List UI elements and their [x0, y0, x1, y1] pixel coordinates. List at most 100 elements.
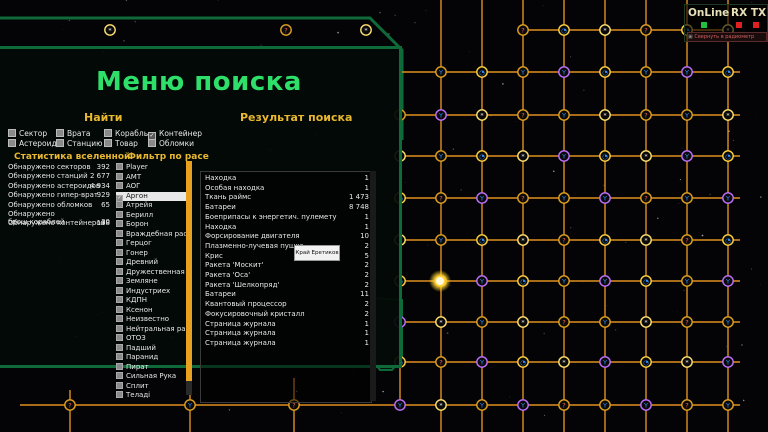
filter-item[interactable]: Герцог: [116, 239, 188, 249]
sector-node[interactable]: Y: [476, 356, 488, 368]
sector-node[interactable]: Y: [558, 109, 570, 121]
sector-node[interactable]: Y: [435, 150, 447, 162]
sector-node[interactable]: Y: [681, 150, 693, 162]
filter-item[interactable]: Гонер: [116, 248, 188, 259]
sector-node[interactable]: Y: [722, 275, 734, 287]
sector-node[interactable]: *: [517, 234, 529, 246]
sector-node[interactable]: Y: [640, 66, 652, 78]
sector-node[interactable]: Y: [476, 275, 488, 287]
sector-node[interactable]: ◔: [722, 66, 734, 78]
filter-item[interactable]: Пират: [116, 362, 188, 373]
result-row[interactable]: Ракета 'Оса'2: [205, 271, 369, 279]
sector-node[interactable]: *: [599, 109, 611, 121]
sector-node[interactable]: Y: [476, 316, 488, 328]
sector-node[interactable]: ?: [517, 192, 529, 204]
sector-node[interactable]: Y: [722, 356, 734, 368]
sector-node[interactable]: ◔: [722, 150, 734, 162]
sector-node[interactable]: *: [640, 316, 652, 328]
filter-item[interactable]: AMT: [116, 172, 188, 183]
find-checkbox[interactable]: Товар: [104, 139, 138, 148]
collapse-radiometer-button[interactable]: ▣ Свернуть в радиометр: [687, 32, 767, 42]
sector-node[interactable]: Y: [558, 275, 570, 287]
filter-item[interactable]: Теладі: [116, 391, 188, 401]
sector-node[interactable]: Y: [517, 66, 529, 78]
sector-node[interactable]: *: [435, 316, 447, 328]
sector-node[interactable]: Y: [599, 316, 611, 328]
results-scrollbar[interactable]: [370, 171, 376, 401]
find-checkbox[interactable]: Обломки: [148, 139, 194, 148]
filter-item[interactable]: Ксенон: [116, 305, 188, 316]
sector-node[interactable]: ?: [517, 24, 529, 36]
sector-node[interactable]: *: [517, 316, 529, 328]
sector-node[interactable]: ◔: [517, 356, 529, 368]
sector-node[interactable]: *: [722, 109, 734, 121]
sector-node[interactable]: Y: [435, 66, 447, 78]
sector-node[interactable]: ?: [435, 192, 447, 204]
sector-node[interactable]: Y: [435, 234, 447, 246]
filter-scroll-thumb[interactable]: [186, 161, 192, 381]
sector-node[interactable]: ?: [558, 316, 570, 328]
sector-node[interactable]: ?: [64, 399, 76, 411]
sector-node[interactable]: Y: [681, 66, 693, 78]
sector-node[interactable]: ?: [681, 234, 693, 246]
sector-node[interactable]: *: [517, 150, 529, 162]
sector-node[interactable]: Y: [599, 399, 611, 411]
sector-node[interactable]: ◔: [599, 150, 611, 162]
sector-node[interactable]: *: [640, 234, 652, 246]
sector-node[interactable]: ?: [640, 192, 652, 204]
result-row[interactable]: Ракета 'Москит'2: [205, 261, 369, 269]
sector-node[interactable]: ?: [558, 399, 570, 411]
sector-node[interactable]: Y: [722, 316, 734, 328]
sector-node[interactable]: ?: [558, 234, 570, 246]
filter-item[interactable]: Древний: [116, 258, 188, 268]
sector-node[interactable]: Y: [476, 399, 488, 411]
filter-item[interactable]: Player: [116, 163, 188, 173]
filter-item[interactable]: Берилл: [116, 210, 188, 221]
sector-node[interactable]: *: [435, 399, 447, 411]
filter-item[interactable]: Атрейя: [116, 201, 188, 211]
sector-node[interactable]: ◔: [558, 24, 570, 36]
sector-node[interactable]: Y: [558, 192, 570, 204]
find-checkbox[interactable]: Врата: [56, 129, 90, 138]
sector-node[interactable]: Y: [517, 399, 529, 411]
sector-node[interactable]: ?: [681, 399, 693, 411]
sector-node[interactable]: *: [640, 150, 652, 162]
filter-item[interactable]: Падший: [116, 343, 188, 354]
find-checkbox[interactable]: Сектор: [8, 129, 47, 138]
sector-node[interactable]: *: [476, 109, 488, 121]
sector-node[interactable]: Y: [476, 192, 488, 204]
sector-node[interactable]: Y: [599, 192, 611, 204]
filter-item[interactable]: Неизвестно: [116, 315, 188, 325]
sector-node[interactable]: Y: [640, 399, 652, 411]
filter-item[interactable]: ОТОЗ: [116, 334, 188, 344]
filter-item[interactable]: КДПН: [116, 296, 188, 306]
sector-node[interactable]: Y: [681, 192, 693, 204]
sector-node[interactable]: ◔: [599, 66, 611, 78]
sector-node[interactable]: ◔: [599, 234, 611, 246]
current-sector[interactable]: [436, 277, 444, 285]
filter-item[interactable]: Сильная Рука: [116, 372, 188, 382]
sector-node[interactable]: Y: [681, 109, 693, 121]
sector-node[interactable]: Y: [184, 399, 196, 411]
find-checkbox[interactable]: Станцию: [56, 139, 102, 148]
sector-node[interactable]: Y: [722, 192, 734, 204]
sector-node[interactable]: *: [599, 24, 611, 36]
sector-node[interactable]: Y: [558, 66, 570, 78]
sector-node[interactable]: ?: [640, 109, 652, 121]
sector-node[interactable]: Y: [722, 399, 734, 411]
